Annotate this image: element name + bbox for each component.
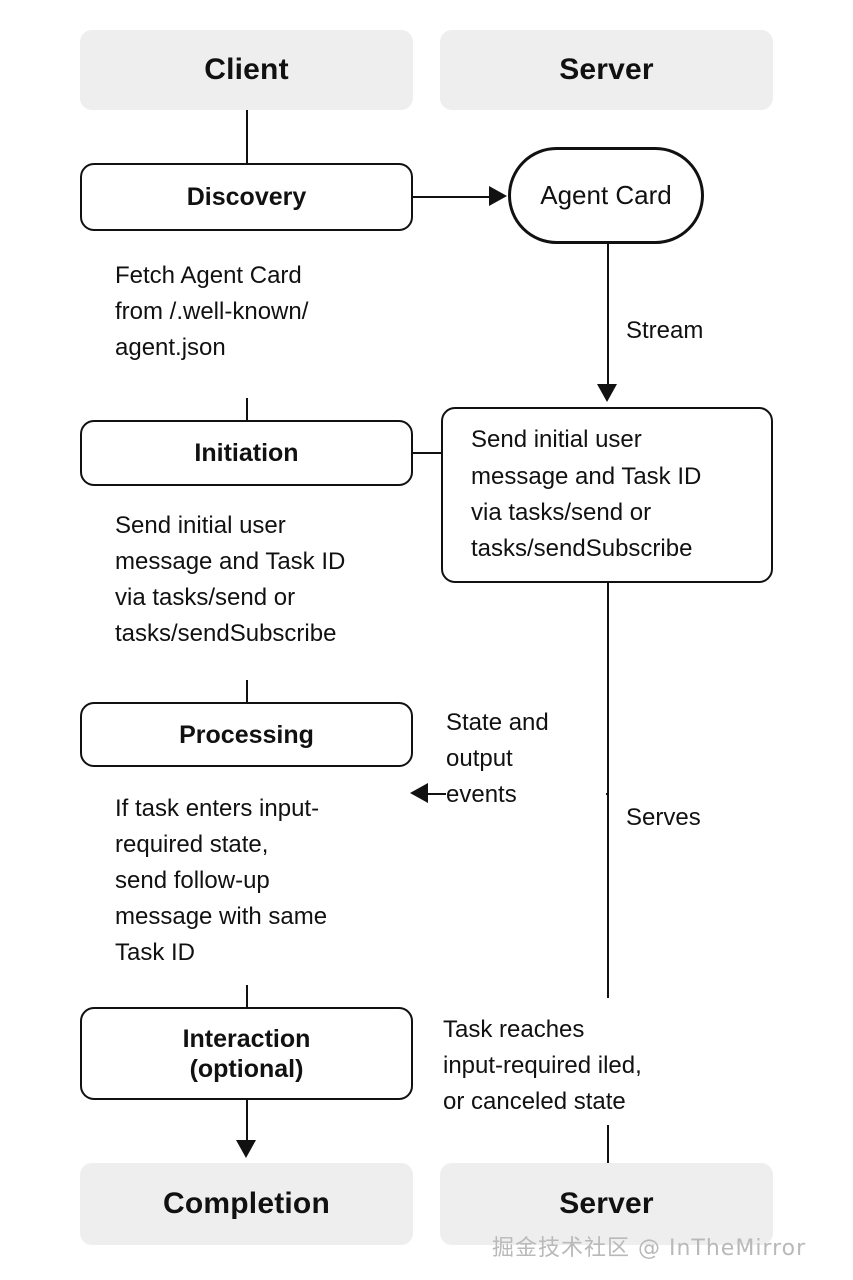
step-initiation[interactable]: Initiation [80, 420, 413, 486]
connector-server-spine-lower [607, 1125, 609, 1180]
edge-label-stream: Stream [626, 317, 704, 344]
arrowhead-state-output-events [410, 783, 428, 803]
node-agent-card-label: Agent Card [540, 180, 672, 210]
edge-label-serves: Serves [626, 804, 701, 831]
terminal-completion: Completion [80, 1163, 413, 1245]
step-discovery-label: Discovery [186, 183, 307, 211]
arrowhead-stream [597, 384, 617, 402]
arrowhead-discovery-to-agent-card [489, 186, 507, 206]
note-initiation: Send initial user message and Task ID vi… [115, 512, 346, 647]
connector-agent-card-to-send-box [607, 244, 609, 384]
connector-client-to-interaction [246, 985, 248, 1007]
connector-initiation-to-send-box [413, 452, 443, 454]
terminal-server-label: Server [559, 1187, 654, 1220]
step-discovery[interactable]: Discovery [80, 163, 413, 231]
terminal-server: Server [440, 1163, 773, 1245]
connector-client-to-initiation [246, 398, 248, 420]
lane-header-client: Client [80, 30, 413, 110]
note-discovery: Fetch Agent Card from /.well-known/ agen… [115, 262, 309, 361]
connector-client-to-discovery [246, 110, 248, 163]
connector-server-spine-upper [607, 583, 609, 793]
lane-header-server: Server [440, 30, 773, 110]
step-interaction-label: Interaction (optional) [182, 1024, 311, 1083]
arrowhead-interaction-to-completion [236, 1140, 256, 1158]
step-interaction[interactable]: Interaction (optional) [80, 1007, 413, 1100]
node-agent-card[interactable]: Agent Card [508, 147, 704, 244]
node-send-message-box[interactable]: Send initial user message and Task ID vi… [441, 407, 773, 583]
note-completion-condition: Task reaches input-required iled, or can… [443, 1016, 642, 1115]
note-processing: If task enters input- required state, se… [115, 795, 328, 966]
node-send-message-box-text: Send initial user message and Task ID vi… [471, 426, 702, 563]
step-processing[interactable]: Processing [80, 702, 413, 767]
lane-header-server-label: Server [559, 53, 654, 86]
connector-server-spine-middle [607, 793, 609, 998]
terminal-completion-label: Completion [163, 1187, 330, 1220]
connector-interaction-to-completion [246, 1100, 248, 1148]
watermark: 掘金技术社区 @ InTheMirror [492, 1236, 807, 1261]
step-initiation-label: Initiation [194, 439, 299, 467]
edge-label-state-output-events: State and output events [446, 705, 606, 813]
lane-header-client-label: Client [204, 53, 289, 86]
connector-discovery-to-agent-card [413, 196, 489, 198]
step-processing-label: Processing [179, 720, 314, 749]
connector-client-to-processing [246, 680, 248, 702]
